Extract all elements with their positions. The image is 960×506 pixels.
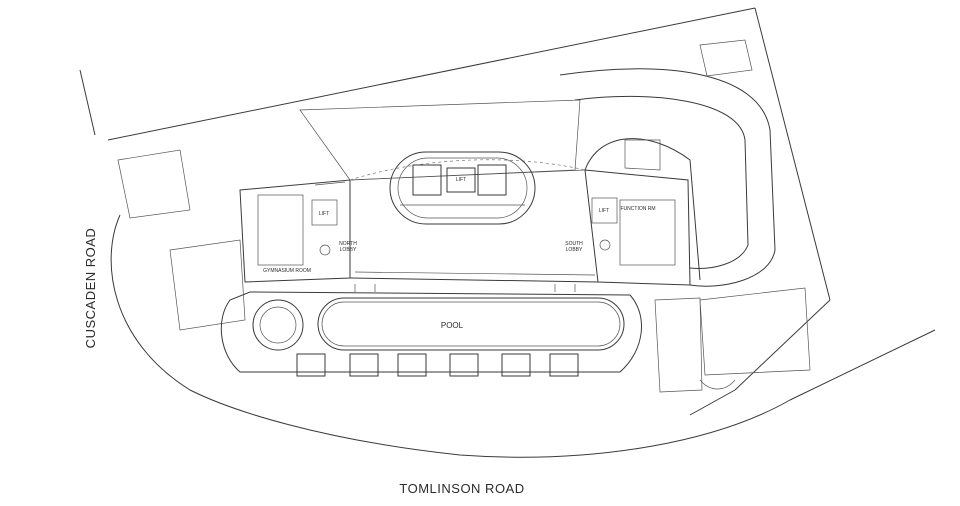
driveway [559,39,776,287]
south-lobby-label-1: SOUTH [565,241,583,247]
pool-deck [220,284,642,373]
north-lobby-label-1: NORTH [339,241,357,247]
north-lobby-label-2: LOBBY [340,247,357,253]
north-wing [257,181,346,266]
lift-south-label: LIFT [599,208,609,214]
function-room-label: FUNCTION RM [621,206,656,212]
south-lobby-label-2: LOBBY [566,247,583,253]
east-service [654,287,811,393]
lift-center-label: LIFT [456,177,466,183]
central-core [389,151,536,225]
main-building [239,99,691,286]
south-wing [584,138,701,281]
gymnasium-label: GYMNASIUM ROOM [263,268,311,274]
tomlinson-road-label: TOMLINSON ROAD [399,481,524,496]
cuscaden-road-label: CUSCADEN ROAD [83,228,98,349]
site-boundary [79,7,936,458]
cabanas [296,353,579,377]
pool-label: POOL [441,321,464,330]
lift-north-label: LIFT [319,211,329,217]
